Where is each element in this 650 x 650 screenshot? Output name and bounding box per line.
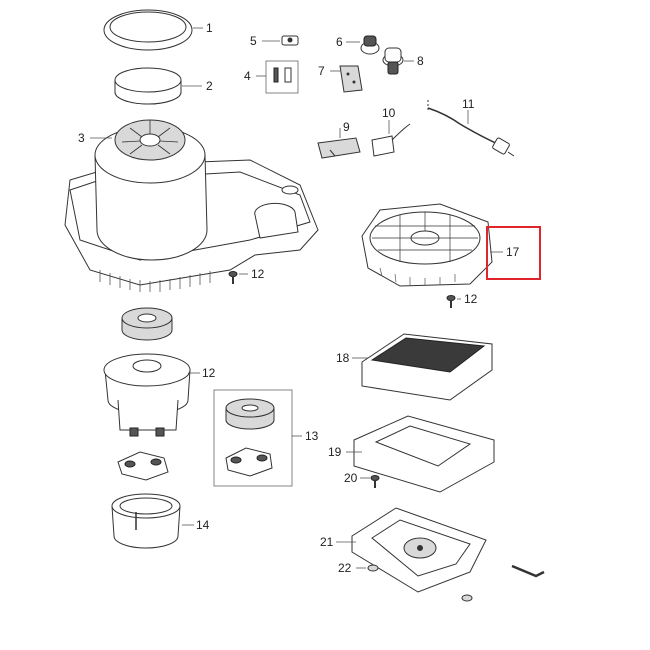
part-5-switch	[281, 35, 299, 46]
label-8: 8	[417, 54, 424, 68]
label-13: 12	[202, 366, 216, 380]
part-13-motor	[103, 307, 191, 437]
label-4: 4	[244, 69, 251, 83]
part-7-circuit-board	[339, 65, 363, 93]
part-20-screw	[370, 475, 380, 488]
label-7: 7	[318, 64, 325, 78]
highlight-box	[486, 226, 541, 280]
label-18: 18	[336, 351, 350, 365]
label-1: 1	[206, 21, 213, 35]
part-3-motor-housing	[64, 119, 319, 292]
label-5: 5	[250, 34, 257, 48]
part-21-base-plate	[351, 507, 487, 593]
label-12-left: 12	[251, 267, 265, 281]
label-9: 9	[343, 120, 350, 134]
part-17-filter-holder	[361, 203, 493, 287]
hex-key-tool	[511, 564, 545, 578]
label-20: 20	[344, 471, 358, 485]
part-2-filter-disc	[114, 67, 182, 105]
part-15-motor-cup	[111, 493, 181, 549]
part-14-mount-kit	[213, 389, 293, 487]
part-22-foot	[367, 564, 473, 602]
label-11: 11	[462, 97, 475, 111]
part-10-cable-harness	[371, 123, 411, 157]
label-12-right: 12	[464, 292, 478, 306]
part-18-hepa-filter	[361, 333, 493, 401]
label-19: 19	[328, 445, 342, 459]
part-4-screw-pack	[265, 60, 299, 94]
label-22: 22	[338, 561, 352, 575]
part-9-capacitor	[317, 137, 361, 159]
part-8-button	[382, 47, 404, 75]
label-6: 6	[336, 35, 343, 49]
label-10: 10	[382, 106, 396, 120]
label-17: 17	[506, 245, 520, 259]
motor-mount-pads	[117, 451, 169, 481]
label-21: 21	[320, 535, 334, 549]
part-1-ring	[103, 9, 193, 51]
part-19-filter-frame	[353, 415, 495, 493]
part-11-power-cord	[427, 100, 515, 157]
label-15: 14	[196, 518, 210, 532]
part-12-screw-right	[446, 295, 456, 308]
label-14: 13	[305, 429, 319, 443]
part-12-screw-left	[228, 271, 238, 284]
label-2: 2	[206, 79, 213, 93]
part-6-button	[360, 35, 380, 55]
label-3: 3	[78, 131, 85, 145]
